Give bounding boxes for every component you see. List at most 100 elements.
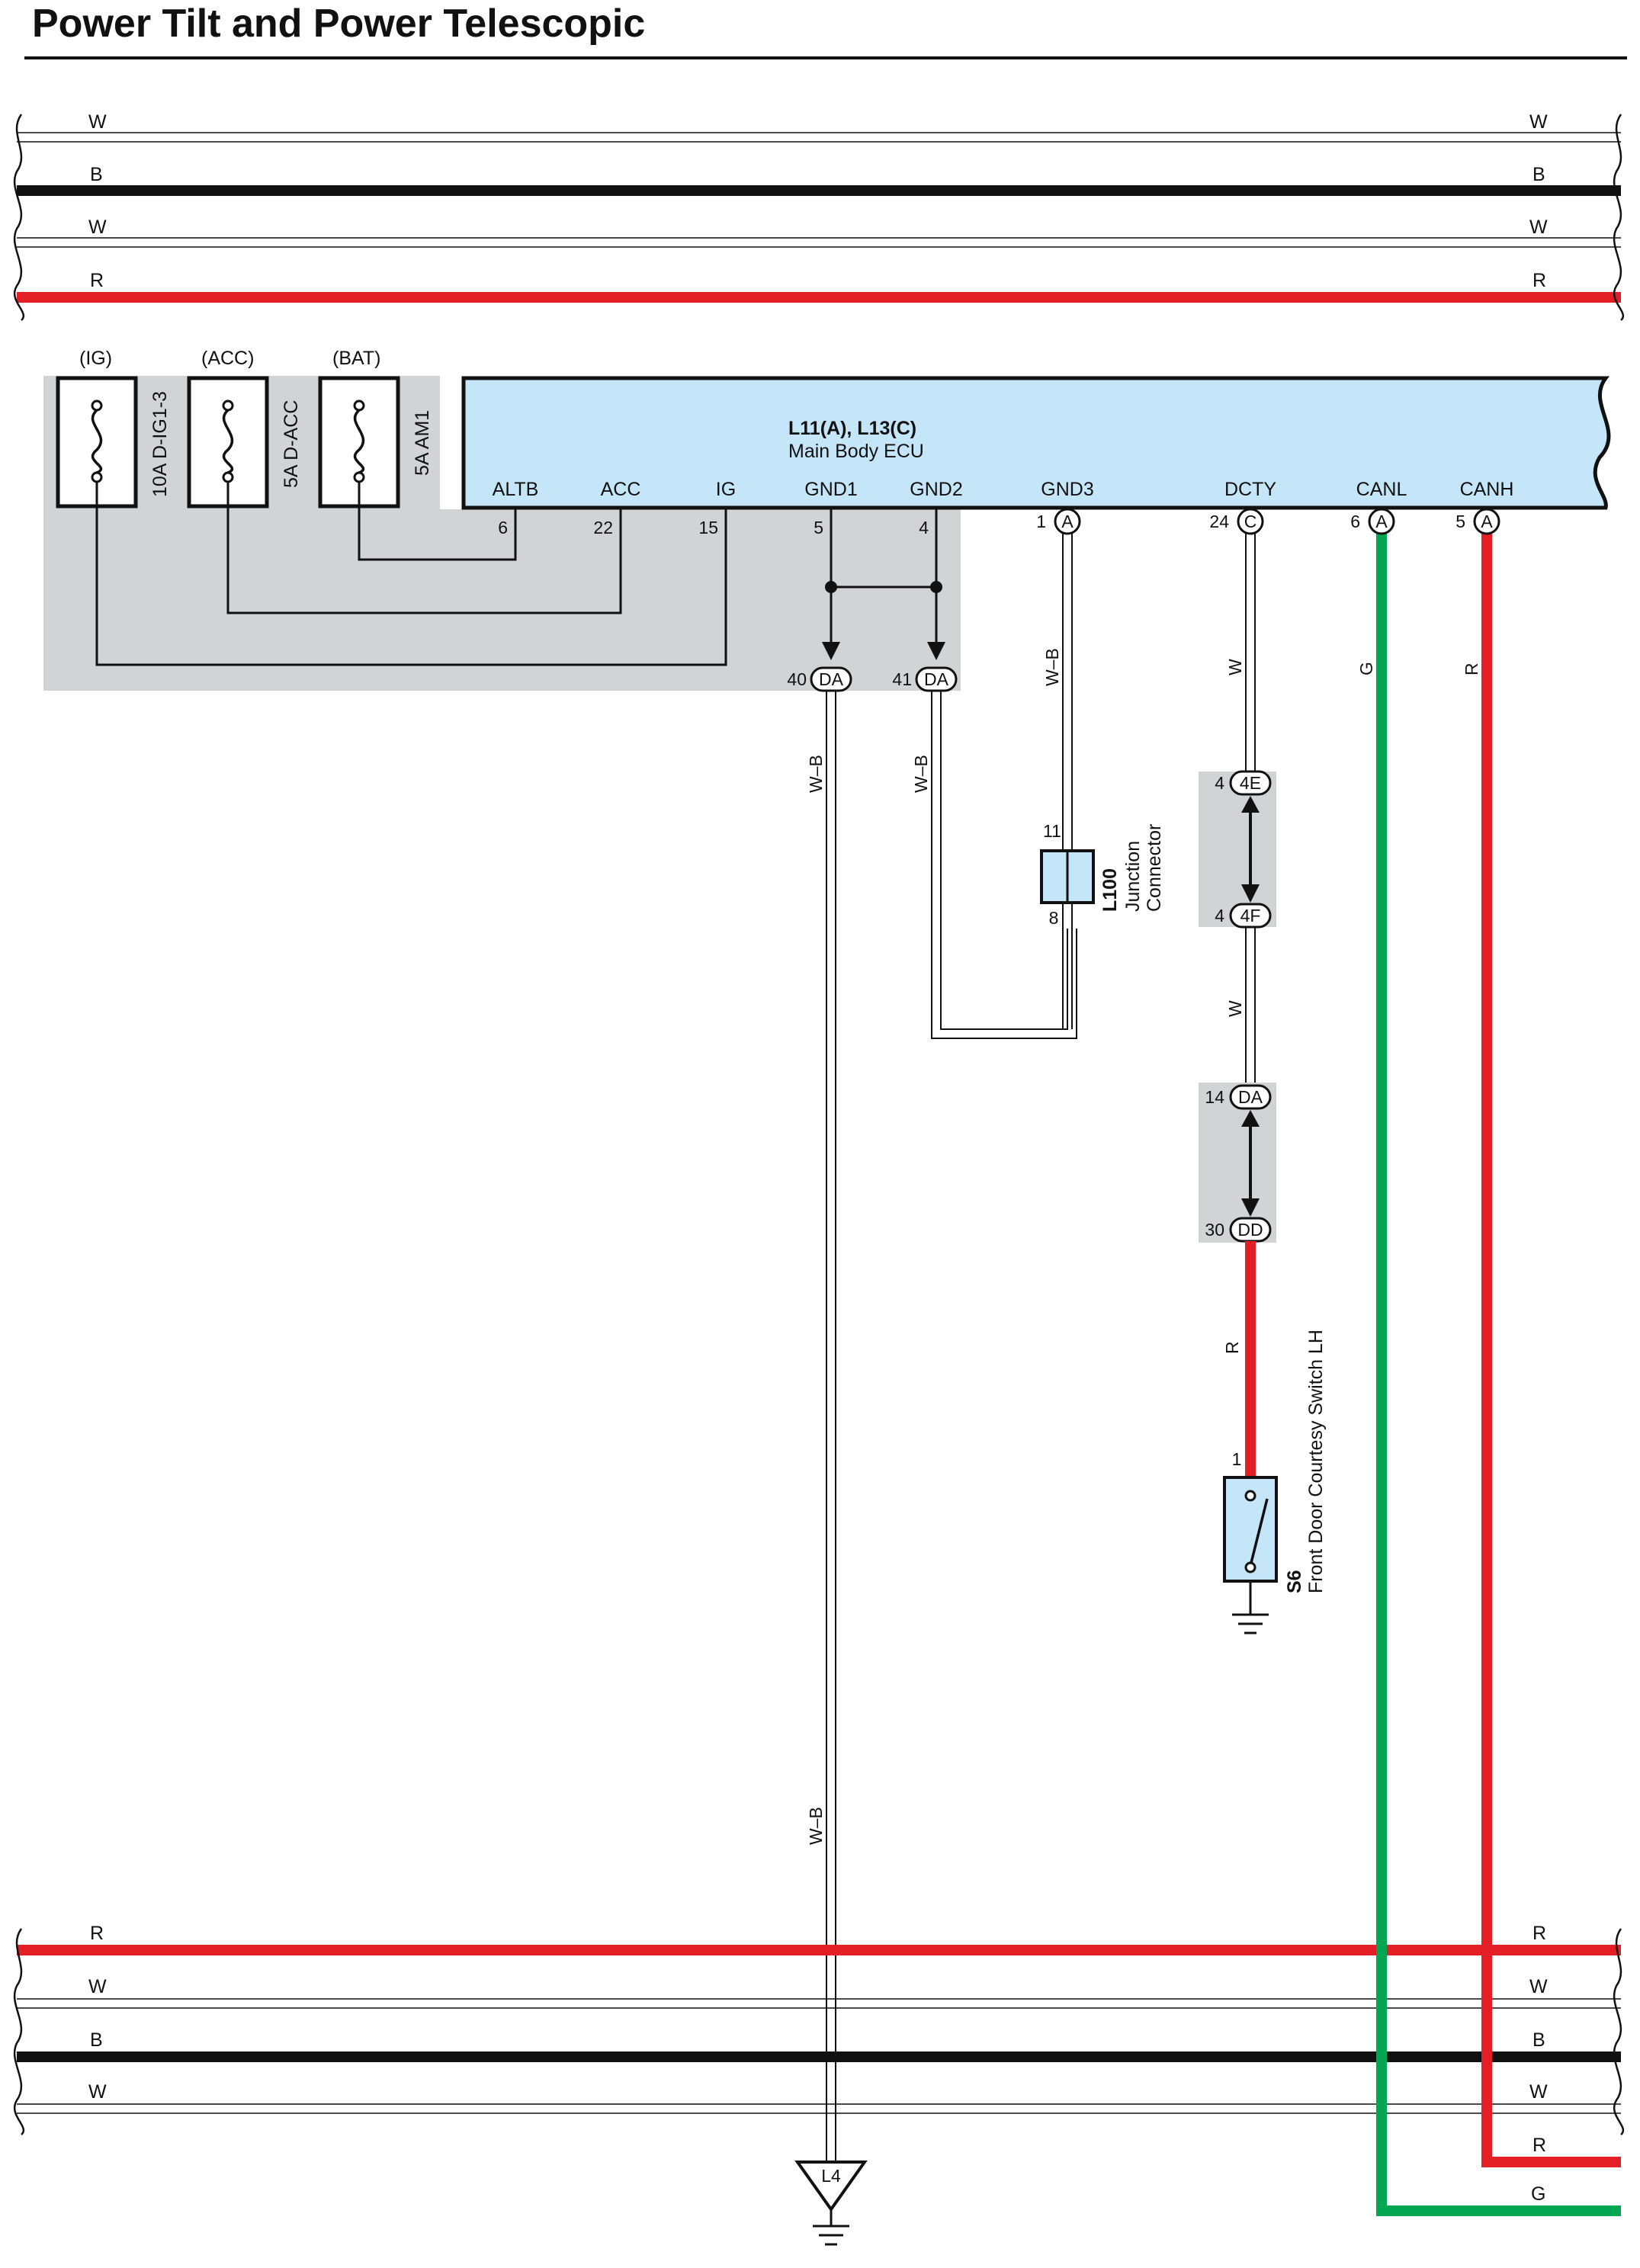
wire-label-b-right: B: [1532, 164, 1545, 185]
switch-code: S6: [1284, 1570, 1305, 1593]
ecu-terminal-gnd1: GND1: [804, 479, 857, 500]
wire-label-dcty-mid: W: [1225, 1000, 1245, 1017]
gnd1-gnd2-wiring: [822, 508, 945, 660]
wire-ig-to-ig: [95, 482, 727, 666]
wire-label-gnd1: W–B: [806, 755, 826, 793]
wire-label-bottom-canh: R: [1532, 2135, 1546, 2156]
ecu-terminal-dcty: DCTY: [1224, 479, 1276, 500]
junction-name-1: Junction: [1122, 841, 1144, 912]
wire-label-dcty-lower: R: [1222, 1341, 1242, 1354]
connector-da-14-pin: 14: [1205, 1087, 1224, 1107]
connector-da-41-name: DA: [924, 669, 949, 689]
fuse-ig-element: [91, 409, 103, 474]
fuse-ig: (IG) 10A D-IG1-3: [56, 348, 171, 508]
fuse-acc-terminal-bottom: [222, 471, 234, 483]
junction-pin-bottom: 8: [1049, 908, 1059, 928]
wire-label-w2-left: W: [88, 217, 107, 238]
connector-4f-name: 4F: [1240, 906, 1261, 925]
fuse-ig-terminal-bottom: [91, 471, 103, 483]
junction-name-2: Connector: [1144, 824, 1165, 912]
ecu-terminal-gnd2: GND2: [910, 479, 962, 500]
ecu-terminal-gnd3: GND3: [1041, 479, 1093, 500]
wire-label-w2-right: W: [1529, 217, 1548, 238]
pin-acc: 22: [593, 518, 613, 537]
fuse-ig-source: (IG): [79, 348, 112, 369]
ground-point-code: L4: [821, 2166, 841, 2186]
connector-da-40-name: DA: [819, 669, 844, 689]
ecu-name: Main Body ECU: [788, 441, 924, 462]
ground-triangle: [794, 2161, 868, 2212]
switch-name: Front Door Courtesy Switch LH: [1305, 1330, 1327, 1593]
fuse-acc: (ACC) 5A D-ACC: [187, 348, 302, 508]
connector-da-40: DA 40: [787, 666, 852, 692]
top-bus: W W B B W W R R: [13, 111, 1624, 321]
connector-dd-30-pin: 30: [1205, 1220, 1224, 1240]
break-mark-top-left: [13, 114, 24, 321]
connector-canh-letter: A: [1481, 512, 1493, 531]
pin-dcty: 24: [1209, 512, 1229, 531]
wire-acc-to-acc: [226, 482, 622, 614]
can-lines: A A G R R G: [1356, 508, 1621, 2216]
wire-label-dcty-upper: W: [1225, 659, 1245, 675]
wire-canl-green: [1376, 534, 1621, 2216]
ecu-code: L11(A), L13(C): [788, 418, 916, 439]
fuse-ig-label: 10A D-IG1-3: [149, 391, 171, 497]
break-mark-bottom-left: [13, 1928, 24, 2135]
gnd1-ground-wire: W–B W–B: [806, 691, 836, 2162]
splice-gnd1: [825, 581, 837, 593]
connector-da-14-name: DA: [1238, 1087, 1263, 1107]
connector-dd-30-name: DD: [1237, 1220, 1263, 1240]
wire-label-bottom-w2-right: W: [1529, 2081, 1548, 2103]
pin-gnd2: 4: [919, 518, 929, 537]
break-mark-bottom-right: [1613, 1928, 1624, 2135]
switch-contact-bottom: [1244, 1561, 1256, 1573]
ecu-terminal-altb: ALTB: [493, 479, 539, 500]
ground-point-l4: L4: [794, 2161, 868, 2246]
wire-label-r-right: R: [1532, 270, 1546, 291]
fuse-ig-terminal-top: [91, 399, 103, 412]
fuse-bat-label: 5A AM1: [412, 410, 433, 476]
fuse-bat-element: [353, 409, 365, 474]
connector-4e-4f-shade: [1199, 772, 1276, 927]
connector-dcty-letter: C: [1244, 512, 1257, 531]
connector-da-14-shape: [1229, 1084, 1272, 1110]
wire-gnd2-loop-inner: [931, 691, 1077, 1039]
connector-gnd3-letter: A: [1061, 512, 1074, 531]
fuse-bat-source: (BAT): [332, 348, 380, 369]
fuse-acc-element: [222, 409, 234, 474]
connector-4f-pin: 4: [1215, 906, 1224, 925]
arrow-dd-30: [1241, 1198, 1260, 1217]
wire-label-bottom-w1-left: W: [88, 1976, 107, 1997]
wire-label-gnd3: W–B: [1042, 648, 1062, 686]
connector-da-40-pin: 40: [787, 669, 807, 689]
pin-ig: 15: [698, 518, 718, 537]
dcty-circuit: C W 4E 4 4F 4 W DA 14 DD 30 R 1: [1205, 508, 1327, 1634]
connector-4e-name: 4E: [1240, 773, 1261, 793]
fuse-acc-terminal-top: [222, 399, 234, 412]
arrow-gnd1: [822, 642, 840, 660]
fuse-bat: (BAT) 5A AM1: [318, 348, 433, 508]
pin-canl: 6: [1350, 512, 1360, 531]
arrow-gnd2: [927, 642, 945, 660]
pin-altb: 6: [498, 518, 508, 537]
ecu-body: [461, 376, 1611, 510]
junction-code: L100: [1099, 868, 1121, 912]
fuse-acc-label: 5A D-ACC: [281, 400, 302, 488]
ecu-terminal-acc: ACC: [601, 479, 641, 500]
wire-label-w1-left: W: [88, 111, 107, 133]
switch-lever: [1249, 1498, 1269, 1567]
wire-gnd2-loop-mid: [940, 691, 1068, 1030]
ecu-terminal-canl: CANL: [1356, 479, 1407, 500]
wire-label-r-left: R: [90, 270, 104, 291]
ecu-terminal-canh: CANH: [1460, 479, 1514, 500]
bottom-bus: R R W W B B W W: [13, 1923, 1624, 2135]
wire-label-bottom-r-left: R: [90, 1923, 104, 1944]
wire-label-gnd1-low: W–B: [806, 1807, 826, 1845]
fuse-bat-terminal-bottom: [353, 471, 365, 483]
wire-label-bottom-w2-left: W: [88, 2081, 107, 2103]
arrow-4e: [1241, 796, 1260, 813]
connector-canl-letter: A: [1375, 512, 1388, 531]
arrow-da-14: [1241, 1110, 1260, 1127]
pin-gnd3: 1: [1036, 512, 1046, 531]
